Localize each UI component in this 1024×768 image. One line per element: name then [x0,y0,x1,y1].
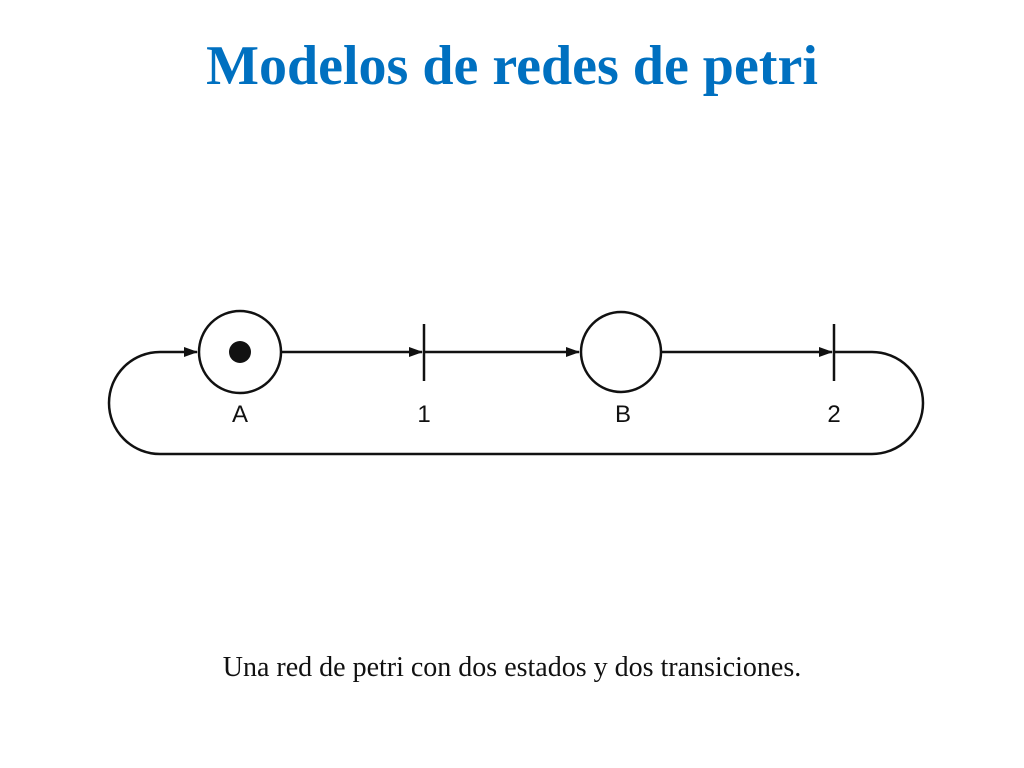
slide-title: Modelos de redes de petri [206,35,818,97]
place-b-label: B [615,401,631,428]
arc-2-to-A [107,347,925,456]
place-a-label: A [232,401,248,428]
transition-1-label: 1 [417,401,430,428]
place-b [579,310,663,394]
token-dot-icon [229,341,251,363]
transition-2-label: 2 [827,401,840,428]
figure-caption: Una red de petri con dos estados y dos t… [222,652,802,683]
